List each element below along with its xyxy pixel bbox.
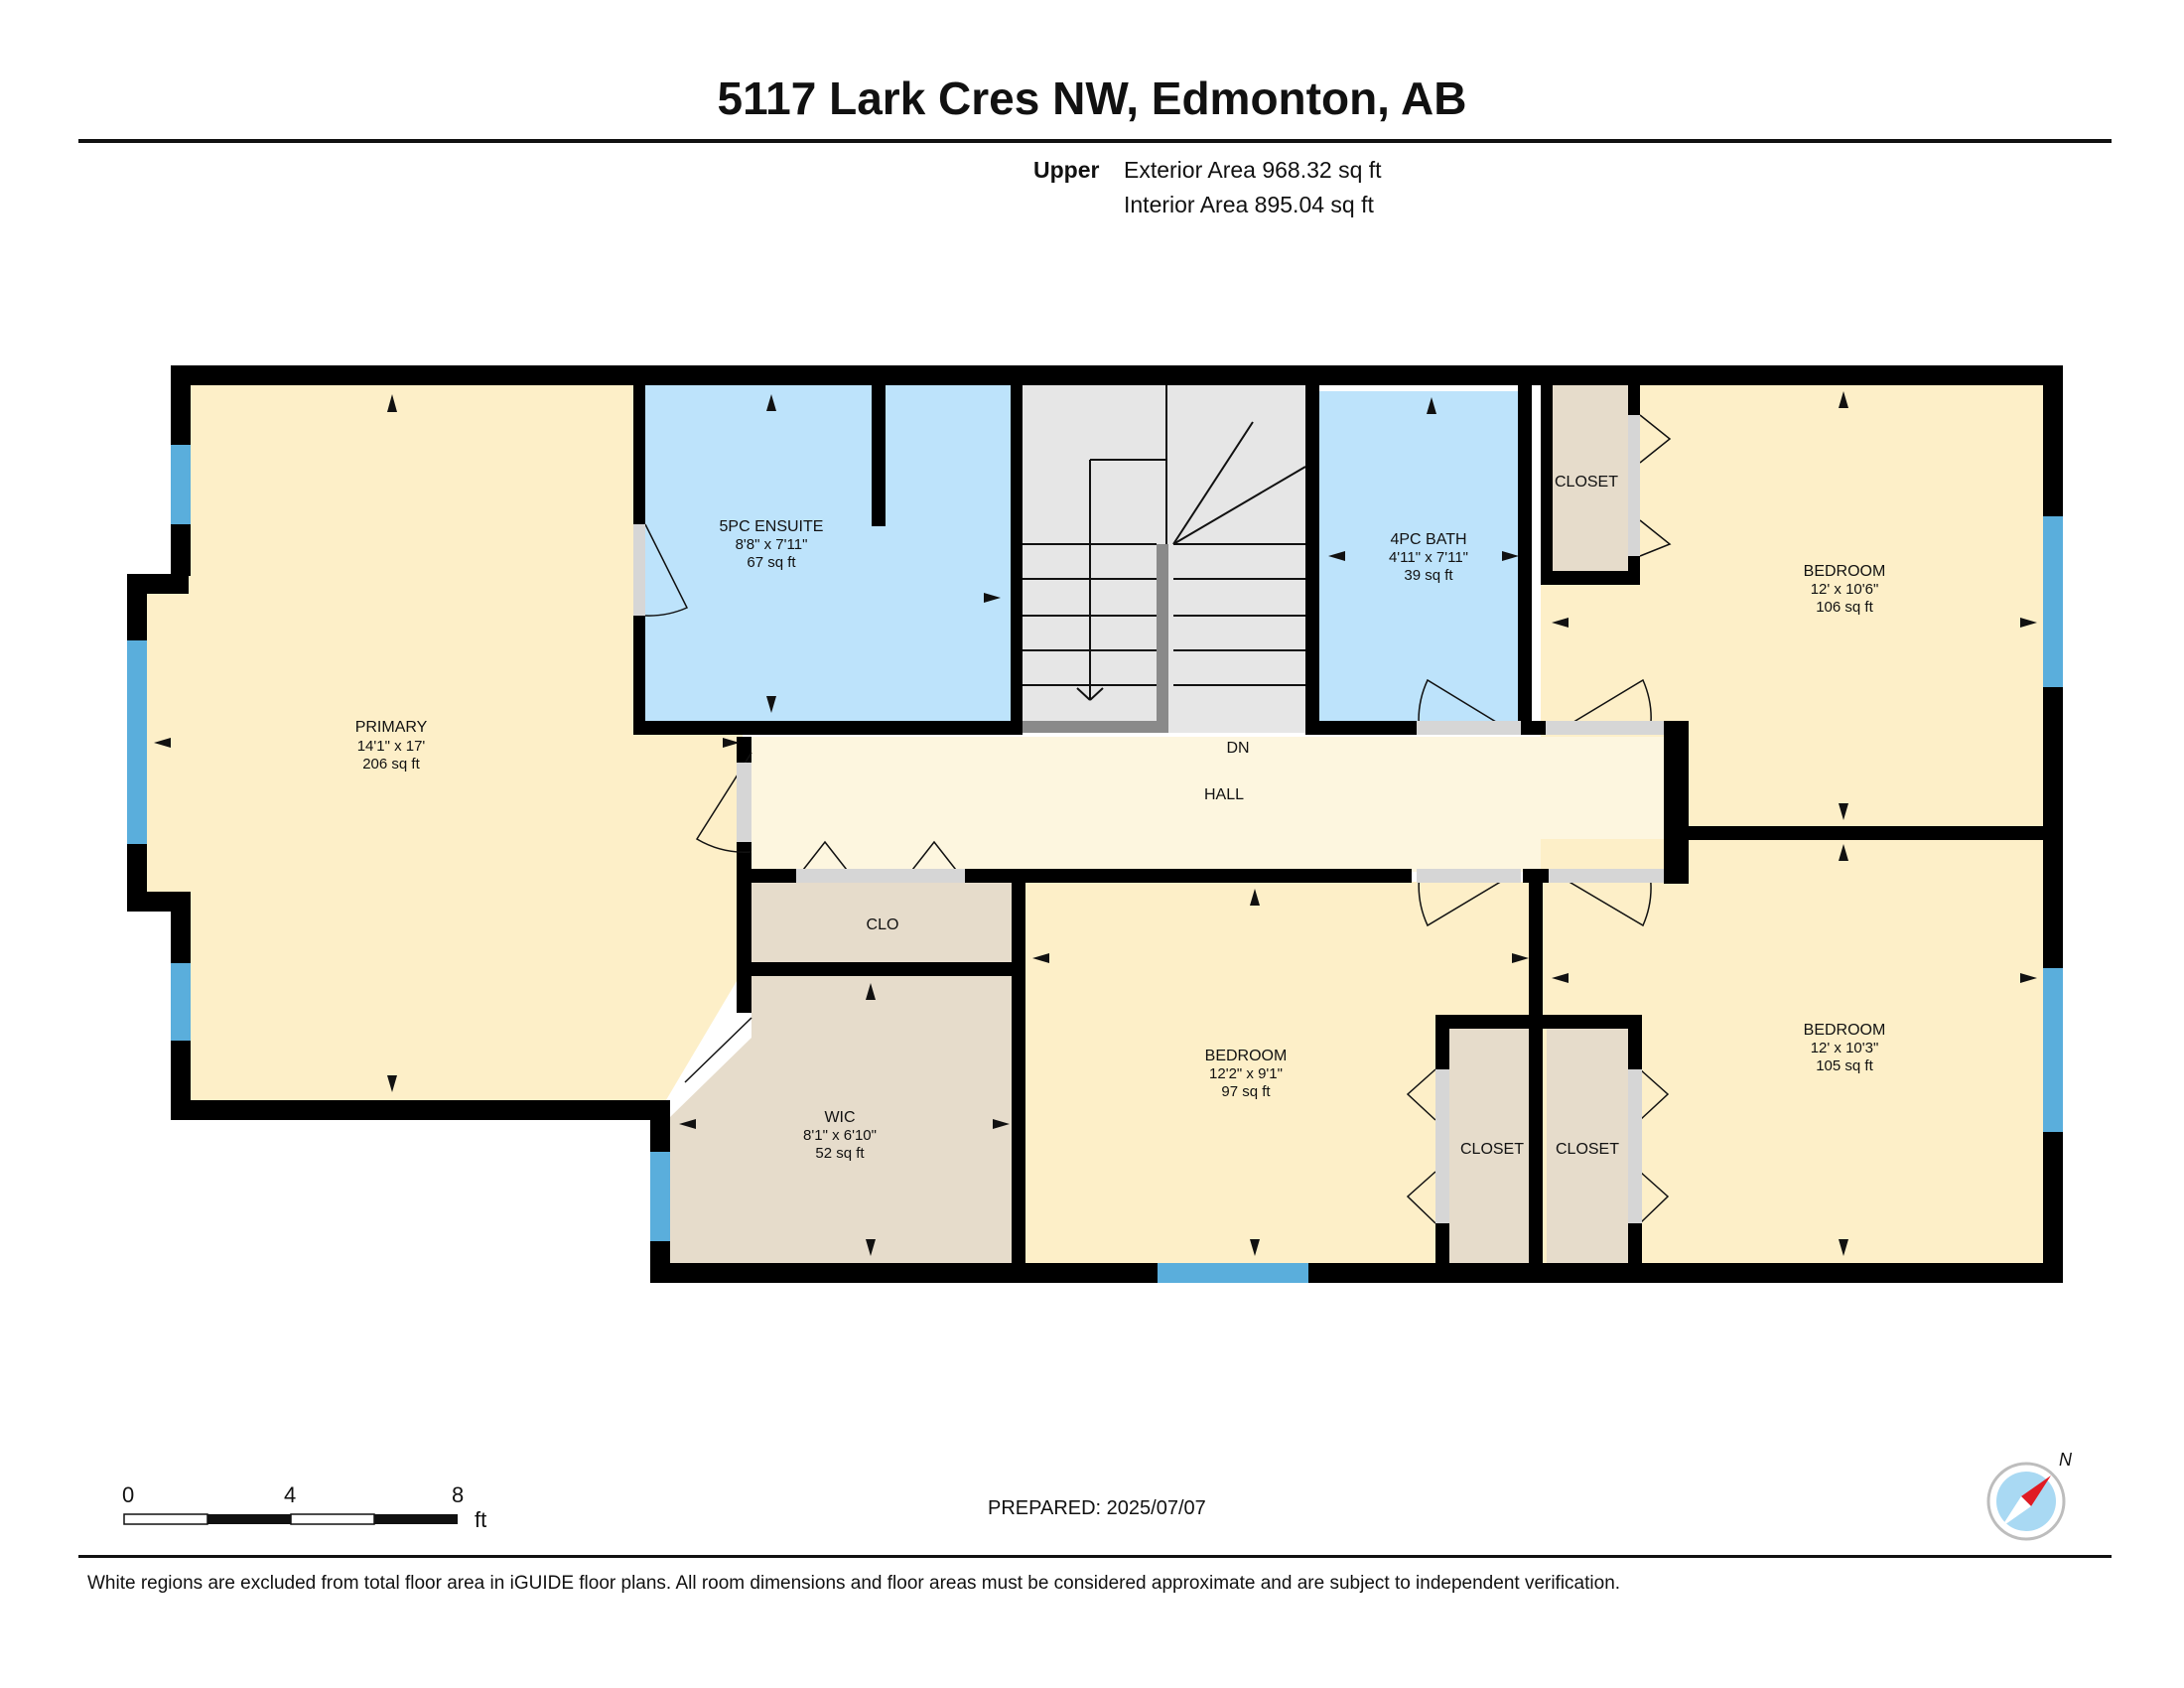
bedroom-ne-name: BEDROOM bbox=[1804, 563, 1886, 580]
room-closet-s2-fill bbox=[1547, 1028, 1632, 1263]
prepared-date: PREPARED: 2025/07/07 bbox=[988, 1497, 1206, 1519]
room-closet-s1-fill bbox=[1447, 1028, 1533, 1263]
hall-name: HALL bbox=[1204, 786, 1244, 803]
disclaimer: White regions are excluded from total fl… bbox=[87, 1573, 1621, 1594]
bath-name: 4PC BATH bbox=[1390, 531, 1466, 548]
room-primary bbox=[144, 385, 743, 1110]
bath-dims: 4'11" x 7'11" bbox=[1389, 549, 1468, 566]
closet-top-name: CLOSET bbox=[1555, 474, 1618, 491]
wic-dims: 8'1" x 6'10" bbox=[803, 1127, 877, 1144]
scale-tick-8: 8 bbox=[452, 1482, 465, 1507]
door-swings bbox=[644, 414, 1672, 1224]
closet-s1-name: CLOSET bbox=[1460, 1141, 1524, 1158]
bedroom-s-dims: 12'2" x 9'1" bbox=[1209, 1065, 1283, 1082]
stair-landing-rail bbox=[1023, 721, 1168, 733]
bedroom-ne-dims: 12' x 10'6" bbox=[1811, 581, 1879, 598]
compass-icon bbox=[1986, 1462, 2066, 1541]
compass-label: N bbox=[2059, 1450, 2073, 1470]
dimension-arrows bbox=[154, 391, 2037, 1256]
door-openings bbox=[633, 415, 1664, 1223]
page-title: 5117 Lark Cres NW, Edmonton, AB bbox=[717, 72, 1467, 124]
dn-label: DN bbox=[1226, 740, 1249, 757]
scale-tick-4: 4 bbox=[284, 1482, 297, 1507]
wic-area: 52 sq ft bbox=[815, 1145, 865, 1162]
wic-name: WIC bbox=[824, 1109, 855, 1126]
clo-name: CLO bbox=[867, 916, 899, 933]
room-hall bbox=[751, 737, 1675, 872]
ensuite-area: 67 sq ft bbox=[747, 554, 796, 571]
bath-area: 39 sq ft bbox=[1404, 567, 1453, 584]
primary-dims: 14'1" x 17' bbox=[357, 738, 426, 755]
ensuite-name: 5PC ENSUITE bbox=[720, 518, 824, 535]
room-clo bbox=[751, 882, 1012, 962]
primary-name: PRIMARY bbox=[355, 719, 428, 736]
scale-unit: ft bbox=[475, 1507, 487, 1532]
stair-lines bbox=[1023, 385, 1306, 701]
exterior-area: Exterior Area 968.32 sq ft bbox=[1124, 157, 1382, 183]
bedroom-se-area: 105 sq ft bbox=[1816, 1057, 1873, 1074]
room-wic bbox=[670, 975, 1012, 1263]
primary-area: 206 sq ft bbox=[362, 756, 420, 773]
bedroom-ne-area: 106 sq ft bbox=[1816, 599, 1873, 616]
room-closet-top-fill bbox=[1545, 385, 1636, 572]
room-bath bbox=[1317, 391, 1528, 727]
bedroom-s-area: 97 sq ft bbox=[1221, 1083, 1271, 1100]
bedroom-s-name: BEDROOM bbox=[1205, 1048, 1288, 1064]
interior-area: Interior Area 895.04 sq ft bbox=[1124, 192, 1374, 217]
closet-s2-name: CLOSET bbox=[1556, 1141, 1619, 1158]
bedroom-se-dims: 12' x 10'3" bbox=[1811, 1040, 1879, 1056]
bedroom-se-name: BEDROOM bbox=[1804, 1022, 1886, 1039]
footer-rule bbox=[78, 1555, 2112, 1558]
scale-bar bbox=[123, 1513, 458, 1525]
room-ensuite bbox=[643, 385, 1011, 721]
header-rule bbox=[78, 139, 2112, 143]
stair-rail bbox=[1157, 544, 1168, 733]
windows bbox=[127, 445, 2063, 1283]
scale-tick-0: 0 bbox=[122, 1482, 135, 1507]
level-label: Upper bbox=[1033, 157, 1100, 183]
ensuite-dims: 8'8" x 7'11" bbox=[736, 536, 808, 553]
